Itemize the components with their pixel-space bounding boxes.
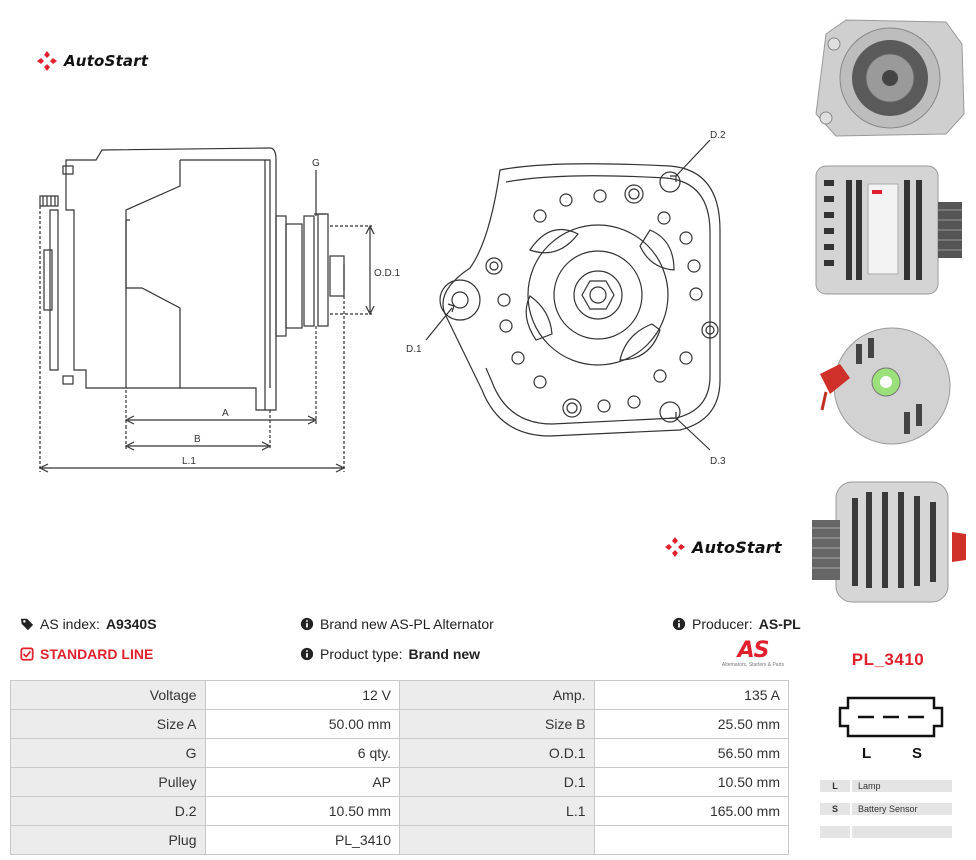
spec-value: 50.00 mm xyxy=(204,709,400,739)
spec-label: Size B xyxy=(399,709,595,739)
spec-value: 56.50 mm xyxy=(593,738,789,768)
spec-label: D.1 xyxy=(399,767,595,797)
spec-label: Pulley xyxy=(10,767,206,797)
label-d1: D.1 xyxy=(406,344,422,355)
as-index-label: AS index: xyxy=(40,616,100,632)
autostart-logo-icon xyxy=(665,537,685,557)
spec-label: Amp. xyxy=(399,680,595,710)
spec-label: O.D.1 xyxy=(399,738,595,768)
plug-pin-s: S xyxy=(912,745,922,762)
spec-value: 10.50 mm xyxy=(204,796,400,826)
line-badge: STANDARD LINE xyxy=(20,646,153,662)
side-view-diagram xyxy=(38,147,375,473)
product-photo-rear xyxy=(806,314,970,464)
plug-legend-row xyxy=(820,826,952,838)
plug-pin-l: L xyxy=(862,745,871,762)
label-a: A xyxy=(222,408,229,419)
plug-legend-key: L xyxy=(820,780,850,792)
plug-legend-key xyxy=(820,826,850,838)
spec-label: L.1 xyxy=(399,796,595,826)
product-photo-angle xyxy=(806,462,970,612)
front-view-diagram xyxy=(425,139,721,451)
plug-legend-desc: Lamp xyxy=(852,780,952,792)
spec-value: 6 qty. xyxy=(204,738,400,768)
product-type-info: Product type: Brand new xyxy=(300,646,480,662)
plug-legend-desc xyxy=(852,826,952,838)
as-pl-tagline: Alternators, Starters & Parts xyxy=(721,662,785,668)
producer-info: Producer: AS-PL xyxy=(672,616,801,632)
as-pl-logo: AS Alternators, Starters & Parts xyxy=(714,638,792,669)
spec-label: D.2 xyxy=(10,796,206,826)
label-od1: O.D.1 xyxy=(374,268,401,279)
label-d2: D.2 xyxy=(710,130,726,141)
as-index: AS index: A9340S xyxy=(20,616,157,632)
plug-legend-row: L Lamp xyxy=(820,780,952,792)
label-l1: L.1 xyxy=(182,456,196,467)
label-b: B xyxy=(194,434,201,445)
plug-legend-row: S Battery Sensor xyxy=(820,803,952,815)
spec-label: G xyxy=(10,738,206,768)
product-type-label: Product type: xyxy=(320,646,403,662)
autostart-logo: AutoStart xyxy=(36,50,148,72)
info-circle-icon xyxy=(300,647,314,661)
spec-value xyxy=(593,825,789,855)
plug-diagram: L S xyxy=(838,696,944,762)
info-circle-icon xyxy=(672,617,686,631)
as-index-value: A9340S xyxy=(105,616,157,632)
spec-value: 135 A xyxy=(593,680,789,710)
spec-value: AP xyxy=(204,767,400,797)
product-type-value: Brand new xyxy=(408,646,481,662)
producer-value: AS-PL xyxy=(758,616,801,632)
plug-legend-desc: Battery Sensor xyxy=(852,803,952,815)
spec-value: 10.50 mm xyxy=(593,767,789,797)
plug-code: PL_3410 xyxy=(851,650,925,669)
brand-new-info: Brand new AS-PL Alternator xyxy=(300,616,494,632)
spec-value: 25.50 mm xyxy=(593,709,789,739)
product-photo-side xyxy=(806,150,970,308)
check-square-icon xyxy=(20,647,34,661)
tag-icon xyxy=(20,618,34,631)
spec-value: 12 V xyxy=(204,680,400,710)
brand-name: AutoStart xyxy=(64,52,149,70)
info-circle-icon xyxy=(300,617,314,631)
spec-label: Size A xyxy=(10,709,206,739)
plug-legend-key: S xyxy=(820,803,850,815)
label-g: G xyxy=(312,158,320,169)
autostart-logo-secondary: AutoStart xyxy=(664,536,782,558)
spec-value: 165.00 mm xyxy=(593,796,789,826)
spec-label: Plug xyxy=(10,825,206,855)
as-pl-logo-icon: AS xyxy=(737,638,770,663)
product-photo-front xyxy=(806,14,970,140)
producer-label: Producer: xyxy=(692,616,753,632)
autostart-logo-icon xyxy=(37,51,57,71)
label-d3: D.3 xyxy=(710,456,726,467)
brand-name-secondary: AutoStart xyxy=(692,537,782,557)
spec-label xyxy=(399,825,595,855)
standard-line-label: STANDARD LINE xyxy=(40,646,154,662)
technical-drawing: G O.D.1 A B L.1 D.1 D.2 D.3 xyxy=(38,130,726,473)
brand-new-text: Brand new AS-PL Alternator xyxy=(320,616,494,632)
spec-value: PL_3410 xyxy=(204,825,400,855)
spec-label: Voltage xyxy=(10,680,206,710)
